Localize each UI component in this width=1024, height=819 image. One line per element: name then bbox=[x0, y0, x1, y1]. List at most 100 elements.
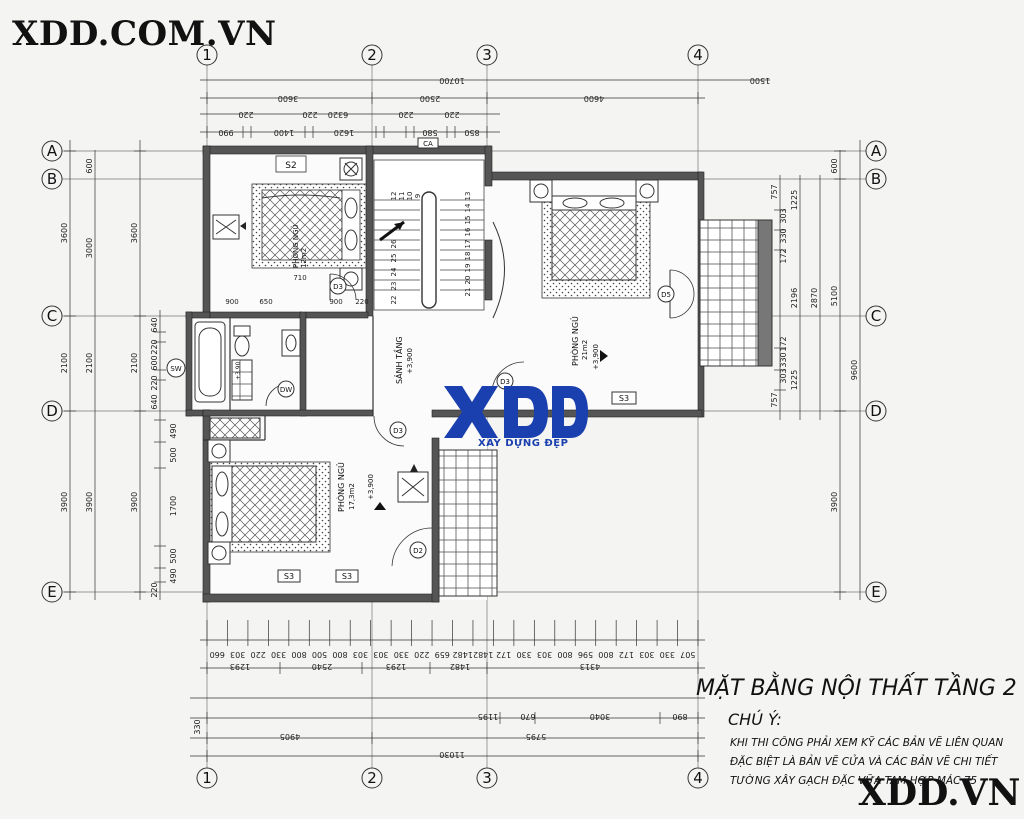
grid-bubble-row-c: C bbox=[41, 305, 63, 327]
stair-number: 20 bbox=[464, 276, 472, 285]
svg-text:17,3m2: 17,3m2 bbox=[348, 483, 356, 510]
room-label-bedroom-right: PHÒNG NGỦ 21m2 +3,900 bbox=[569, 316, 600, 370]
svg-text:1: 1 bbox=[202, 46, 212, 64]
dim-left2-2100: 2100 bbox=[130, 353, 139, 373]
grid-bubble-row-a-right: A bbox=[865, 140, 887, 162]
grid-bubble-row-a: A bbox=[41, 140, 63, 162]
dim-right-3900: 3900 bbox=[830, 492, 839, 512]
dim-bottom-row1: 303 bbox=[230, 650, 245, 659]
dim-bottom-row1: 659 bbox=[435, 650, 450, 659]
svg-text:C: C bbox=[871, 307, 881, 325]
dim-bottom-row1: 800 bbox=[598, 650, 613, 659]
dim-bottom-row1: 303 bbox=[537, 650, 552, 659]
door-d3-top-left: D3 bbox=[329, 273, 357, 301]
dim-right-172b: 172 bbox=[779, 336, 788, 351]
door-d2: D2 bbox=[391, 527, 433, 567]
svg-text:D3: D3 bbox=[333, 283, 343, 291]
svg-text:2: 2 bbox=[367, 46, 377, 64]
dim-bottom-row1: 330 bbox=[394, 650, 409, 659]
grid-bubble-row-c-right: C bbox=[865, 305, 887, 327]
watermark-top: XDD.COM.VN bbox=[12, 14, 277, 54]
dim-bottom-row1: 303 bbox=[639, 650, 654, 659]
svg-text:E: E bbox=[47, 583, 56, 601]
drawing-title: MẶT BẰNG NỘI THẤT TẦNG 2 bbox=[696, 676, 1017, 701]
dim-bottom-4905: 4905 bbox=[280, 732, 300, 741]
svg-text:4: 4 bbox=[693, 769, 703, 787]
dim-bottom-670: 670 bbox=[520, 712, 535, 721]
bottom-dimension-lines bbox=[190, 620, 705, 762]
dim-left2-3600: 3600 bbox=[130, 223, 139, 243]
dim-top-580: 580 bbox=[422, 128, 437, 137]
dim-bottom-row1: 172 bbox=[619, 650, 634, 659]
dim-top-850: 850 bbox=[464, 128, 479, 137]
dim-top-3600: 3600 bbox=[278, 94, 298, 103]
dim-left-640b: 640 bbox=[150, 394, 159, 409]
dim-left-220a: 220 bbox=[150, 339, 159, 354]
balcony-bottom bbox=[438, 449, 498, 597]
grid-bubble-col-4: 4 bbox=[687, 44, 709, 66]
dim-left-inner-2100: 2100 bbox=[85, 353, 94, 373]
dim-top-220a: 220 bbox=[238, 110, 253, 119]
dim-right-303a: 303 bbox=[779, 208, 788, 223]
xdd-logo-subtitle: XÂY DỰNG ĐẸP bbox=[478, 438, 569, 449]
level-marker-bottom bbox=[374, 502, 386, 510]
dim-bottom-row1: 800 bbox=[557, 650, 572, 659]
svg-text:S2: S2 bbox=[285, 161, 296, 171]
dim-bottom-row1: 800 bbox=[291, 650, 306, 659]
balcony-right-rail bbox=[757, 219, 773, 367]
dim-bottom-1482: 1482 bbox=[450, 662, 470, 671]
svg-text:2: 2 bbox=[367, 769, 377, 787]
door-d5: D5 bbox=[657, 269, 695, 319]
desk-fan bbox=[212, 214, 246, 240]
dim-bottom-row1: 800 bbox=[332, 650, 347, 659]
dim-left-3600: 3600 bbox=[60, 223, 69, 243]
grid-bubble-col-4-bottom: 4 bbox=[687, 767, 709, 789]
dim-bottom-row1: 330 bbox=[516, 650, 531, 659]
svg-text:D5: D5 bbox=[661, 291, 671, 299]
grid-bubble-col-2-bottom: 2 bbox=[361, 767, 383, 789]
dim-right-total: 9600 bbox=[850, 360, 859, 380]
door-d3-hall: D3 bbox=[373, 415, 407, 447]
door-d3-right: D3 bbox=[491, 361, 525, 391]
stair-number: 12 bbox=[390, 192, 398, 201]
dim-left-600: 600 bbox=[85, 158, 94, 173]
svg-text:SW: SW bbox=[170, 365, 181, 373]
dim-right-5100: 5100 bbox=[830, 286, 839, 306]
stair-number: 24 bbox=[390, 267, 398, 276]
svg-text:S3: S3 bbox=[284, 572, 294, 581]
note-heading: CHÚ Ý: bbox=[728, 710, 782, 729]
bed-right bbox=[541, 195, 651, 299]
dim-bottom-330: 330 bbox=[193, 719, 202, 734]
dim-left-600b: 600 bbox=[150, 355, 159, 370]
stair-number: 21 bbox=[464, 288, 472, 297]
nightstand-s2: S2 bbox=[275, 155, 307, 173]
dim-top-220b: 220 bbox=[302, 110, 317, 119]
svg-text:B: B bbox=[871, 170, 881, 188]
stair-number: 13 bbox=[464, 192, 472, 201]
room-label-hall: SẢNH TẦNG +3,900 bbox=[392, 336, 414, 384]
dim-bottom-row1: 172 bbox=[496, 650, 511, 659]
wardrobe bbox=[209, 417, 261, 439]
dim-bottom-row1: 220 bbox=[414, 650, 429, 659]
dim-left-1700: 1700 bbox=[169, 496, 178, 516]
dim-bottom-row1: 1482 bbox=[453, 650, 473, 659]
svg-text:PHÒNG NGỦ: PHÒNG NGỦ bbox=[290, 224, 300, 268]
svg-text:D3: D3 bbox=[500, 378, 510, 386]
lamp-top-left bbox=[339, 157, 363, 181]
dim-bottom-row1: 220 bbox=[251, 650, 266, 659]
svg-text:1: 1 bbox=[202, 769, 212, 787]
dim-right-1225a: 1225 bbox=[790, 190, 799, 210]
svg-text:D2: D2 bbox=[413, 547, 423, 555]
dim-left-220b: 220 bbox=[150, 375, 159, 390]
watermark-bottom: XDD.VN bbox=[858, 772, 1021, 814]
door-dw: DW bbox=[265, 380, 295, 407]
wc-level: +3,90 bbox=[235, 361, 242, 380]
wc-floor-tiles bbox=[231, 359, 253, 401]
dim-left2-3900: 3900 bbox=[130, 492, 139, 512]
svg-text:3: 3 bbox=[482, 46, 492, 64]
bed-bottom bbox=[209, 461, 331, 553]
tag-s3-bottom-2: S3 bbox=[335, 569, 359, 583]
dim-top-220d: 220 bbox=[444, 110, 459, 119]
level-marker-right bbox=[600, 350, 608, 362]
